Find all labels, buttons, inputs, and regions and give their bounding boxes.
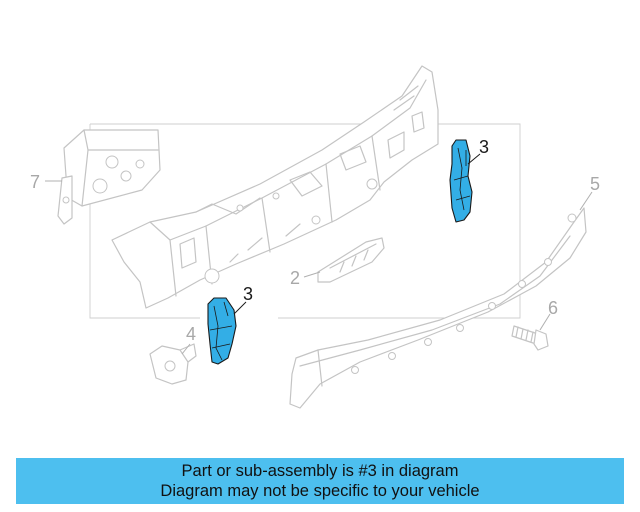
part-5-bumper-reinforcement — [289, 207, 587, 409]
part-3-highlight-upper — [449, 139, 473, 223]
part-3-highlight-lower — [207, 297, 237, 365]
rear-panel-assembly — [111, 65, 439, 309]
callout-6: 6 — [548, 298, 558, 318]
part-2-bracket — [317, 237, 385, 283]
callout-2: 2 — [290, 268, 300, 288]
part-7-bracket — [57, 129, 161, 225]
parts-diagram: 3 3 7 2 5 4 6 — [30, 65, 600, 409]
callout-3-upper: 3 — [479, 137, 489, 157]
callout-5: 5 — [590, 174, 600, 194]
part-4-clip — [149, 343, 197, 385]
part-6-bolt — [511, 325, 549, 351]
caption-banner: Part or sub-assembly is #3 in diagram Di… — [16, 458, 624, 504]
caption-line-2: Diagram may not be specific to your vehi… — [160, 482, 480, 500]
callout-3-lower: 3 — [243, 284, 253, 304]
caption-line-1: Part or sub-assembly is #3 in diagram — [181, 462, 459, 480]
callout-7: 7 — [30, 172, 40, 192]
callout-4: 4 — [186, 324, 196, 344]
